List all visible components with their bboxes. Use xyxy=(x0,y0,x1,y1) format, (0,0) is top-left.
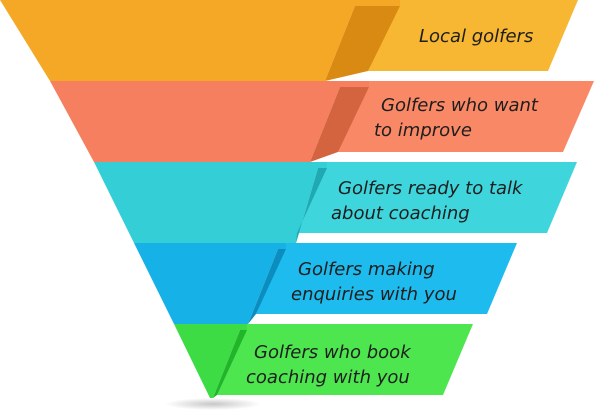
funnel-stage-4-body xyxy=(134,243,286,324)
stage-1-label: Local golfers xyxy=(419,24,533,49)
funnel-stage-2-band xyxy=(338,81,594,152)
stage-3-label: Golfers ready to talk about coaching xyxy=(331,176,523,226)
funnel-stage-4 xyxy=(134,243,517,324)
funnel-stage-1-body xyxy=(0,0,400,81)
stage-2-label: Golfers who want to improve xyxy=(374,93,538,143)
funnel-stage-3 xyxy=(94,162,577,243)
stage-4-label-line-2: enquiries with you xyxy=(291,284,457,305)
stage-3-label-line-2: about coaching xyxy=(331,203,470,224)
funnel-stage-5-body xyxy=(174,324,247,398)
funnel-stage-4-band xyxy=(256,243,517,314)
funnel-stage-5-band xyxy=(217,324,473,395)
funnel-stage-1 xyxy=(0,0,578,81)
funnel-stage-2 xyxy=(50,81,594,162)
funnel-stage-2-body xyxy=(50,81,369,162)
stage-4-label: Golfers making enquiries with you xyxy=(291,257,457,307)
funnel-stage-1-band xyxy=(368,0,578,71)
funnel-stage-3-band xyxy=(297,162,577,233)
funnel-stage-1-fold xyxy=(325,6,400,81)
stage-4-label-line-1: Golfers making xyxy=(298,259,435,280)
stage-1-label-line-1: Local golfers xyxy=(419,26,534,47)
stage-3-label-line-1: Golfers ready to talk xyxy=(338,178,523,199)
funnel-stage-4-fold xyxy=(248,249,286,324)
stage-5-label-line-2: coaching with you xyxy=(246,367,410,388)
funnel-stage-3-body xyxy=(94,162,327,243)
stage-2-label-line-1: Golfers who want xyxy=(381,95,538,116)
funnel-stage-5-fold xyxy=(213,330,247,398)
funnel-stage-2-fold xyxy=(310,87,369,162)
stage-5-label-line-1: Golfers who book xyxy=(254,342,411,363)
funnel-shadow xyxy=(165,398,261,410)
stage-5-label: Golfers who book coaching with you xyxy=(246,340,411,390)
funnel-stage-5 xyxy=(174,324,473,398)
stage-2-label-line-2: to improve xyxy=(374,120,472,141)
